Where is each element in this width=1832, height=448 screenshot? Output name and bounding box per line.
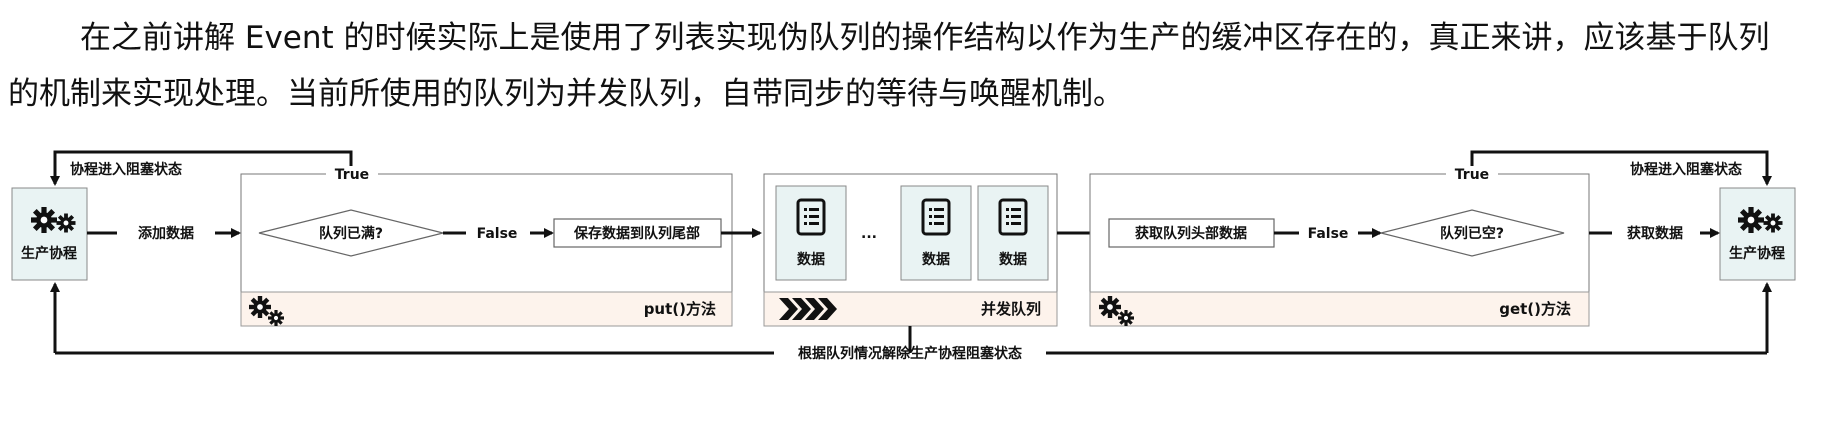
save-tail-box — [553, 218, 722, 248]
concurrent-queue-group: 数据 ... 数据 数据 并发队列 — [763, 173, 1058, 327]
chevrons-icon — [779, 298, 837, 320]
get-false-label: False — [1308, 226, 1349, 242]
add-data-label: 添加数据 — [138, 225, 194, 242]
intro-line-2: 的机制来实现处理。当前所使用的队列为并发队列，自带同步的等待与唤醒机制。 — [8, 76, 1124, 112]
left-block-label: 协程进入阻塞状态 — [70, 161, 182, 178]
intro-paragraph: 在之前讲解 Event 的时候实际上是使用了列表实现伪队列的操作结构以作为生产的… — [8, 10, 1824, 122]
producer-label: 生产协程 — [21, 245, 77, 262]
fetch-head-label: 获取队列头部数据 — [1135, 225, 1247, 242]
consumer-label: 生产协程 — [1729, 245, 1785, 262]
queue-item-label: 数据 — [922, 251, 950, 268]
producer-node: 生产协程 — [11, 187, 88, 281]
put-footer — [240, 291, 733, 327]
unblock-label: 根据队列情况解除生产协程阻塞状态 — [798, 345, 1022, 362]
queue-ellipsis: ... — [861, 226, 877, 242]
get-footer-label: get()方法 — [1499, 300, 1571, 318]
consumer-node: 生产协程 — [1719, 187, 1796, 281]
producer-consumer-diagram: 生产协程 生产协程 协程进入阻塞状态 协程进入阻塞状态 True 队列已满? F… — [11, 150, 1796, 362]
put-true-label: True — [335, 167, 369, 183]
consumer-box — [1719, 187, 1796, 281]
put-method-group: True 队列已满? False 保存数据到队列尾部 put()方法 — [240, 166, 733, 327]
fetch-head-box — [1108, 218, 1275, 248]
queue-empty-decision — [1380, 209, 1565, 257]
get-method-group: 获取队列头部数据 False 队列已空? True get()方法 — [1089, 166, 1590, 327]
right-block-label: 协程进入阻塞状态 — [1630, 161, 1742, 178]
put-footer-label: put()方法 — [644, 300, 716, 318]
queue-empty-label: 队列已空? — [1440, 225, 1504, 242]
queue-item-label: 数据 — [797, 251, 825, 268]
producer-box — [11, 187, 88, 281]
get-data-label: 获取数据 — [1627, 225, 1683, 242]
queue-full-label: 队列已满? — [319, 225, 383, 242]
get-true-label: True — [1455, 167, 1489, 183]
save-tail-label: 保存数据到队列尾部 — [573, 225, 700, 242]
put-false-label: False — [477, 226, 518, 242]
intro-line-1: 在之前讲解 Event 的时候实际上是使用了列表实现伪队列的操作结构以作为生产的… — [80, 20, 1770, 56]
get-footer — [1089, 291, 1590, 327]
queue-footer-label: 并发队列 — [981, 300, 1041, 318]
queue-item-label: 数据 — [999, 251, 1027, 268]
